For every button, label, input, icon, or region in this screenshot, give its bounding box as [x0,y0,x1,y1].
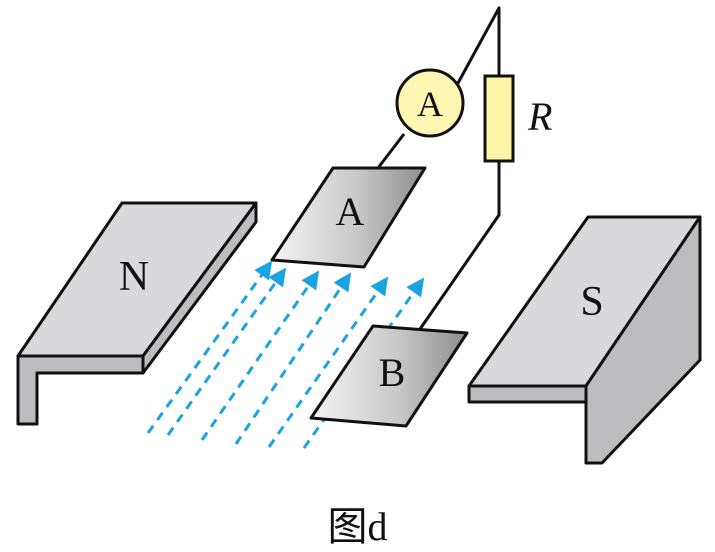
plate-a: A [270,166,427,269]
magnet-north-label: N [119,254,149,300]
field-line [267,276,389,448]
field-line [200,270,320,441]
wire-resistor-to-plate-b [416,161,501,333]
plate-a-body [270,166,427,269]
magnet-north-leg [16,354,145,426]
figure-caption: 图d [327,504,388,549]
magnet-south-label: S [580,279,603,325]
circuit-wires [376,6,501,333]
plate-b: B [309,324,469,428]
magnet-north: N [16,201,258,426]
magnet-south-leg [467,384,588,465]
resistor-body [483,74,515,163]
wire-plate-a-to-ammeter [376,133,406,169]
plate-a-label: A [336,189,365,234]
resistor: R [483,74,552,163]
wire-ammeter-to-top [450,6,501,95]
ammeter: A [395,68,465,138]
ammeter-circle [395,68,465,138]
plate-b-body [309,324,469,428]
resistor-label: R [527,94,552,139]
field-line [234,272,352,445]
field-line [166,267,287,436]
field-line [146,260,273,434]
magnet-south: S [467,215,702,465]
magnet-south-side-face [584,215,702,465]
plate-b-label: B [379,350,406,395]
ammeter-label: A [417,84,443,124]
